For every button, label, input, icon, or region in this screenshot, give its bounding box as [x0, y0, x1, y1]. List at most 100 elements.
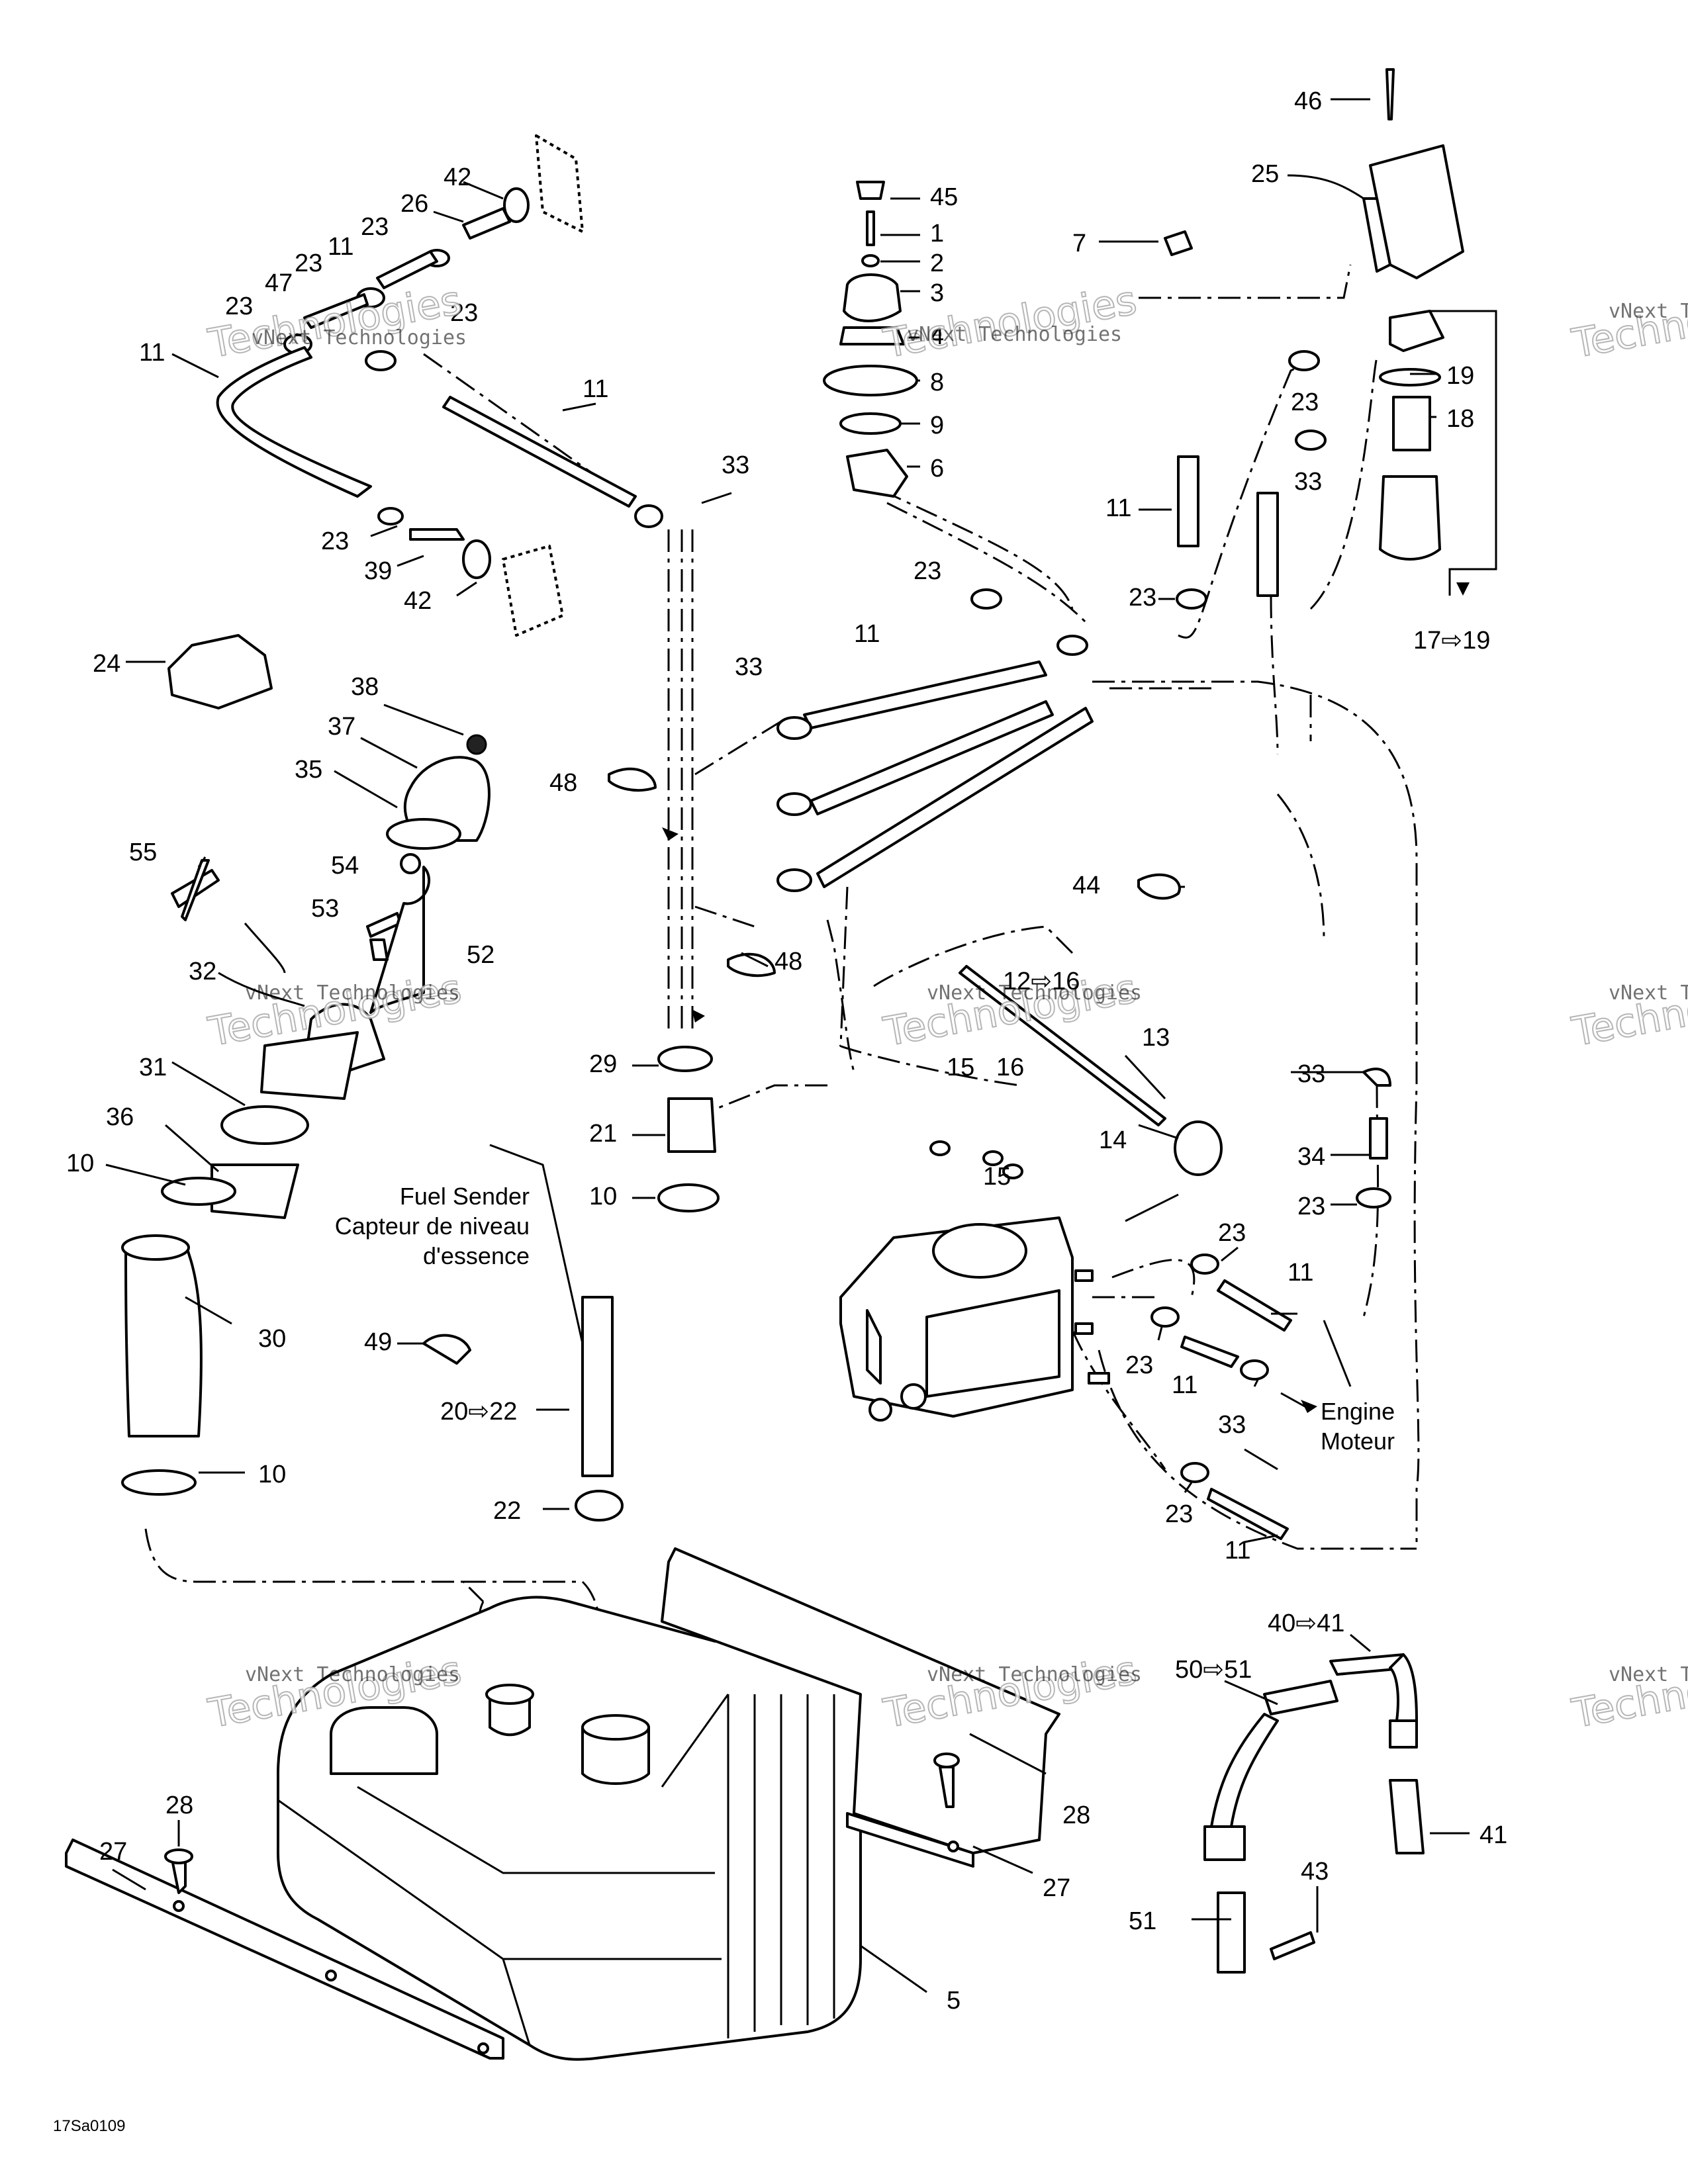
label-26: 26	[400, 190, 428, 218]
label-29: 29	[589, 1050, 617, 1078]
label-15-a: 15	[947, 1054, 974, 1081]
label-11-d: 11	[328, 233, 353, 261]
cable-ties-and-rivets	[164, 767, 1181, 1894]
filler-neck-assembly	[121, 634, 491, 1496]
fuel-valve-assembly	[823, 181, 918, 498]
label-41: 41	[1479, 1821, 1507, 1849]
label-18: 18	[1446, 405, 1474, 433]
label-43: 43	[1301, 1858, 1329, 1886]
label-21: 21	[589, 1120, 617, 1148]
label-6: 6	[930, 455, 944, 482]
label-33-b: 33	[735, 653, 763, 681]
label-39: 39	[364, 557, 392, 585]
support-plate-right	[661, 1547, 1060, 1868]
label-10-c: 10	[258, 1461, 286, 1488]
label-45: 45	[930, 183, 958, 211]
label-54: 54	[331, 852, 359, 880]
label-30: 30	[258, 1325, 286, 1353]
label-49: 49	[364, 1328, 392, 1356]
watermark-big-9: Technologies	[1568, 1647, 1688, 1737]
label-31: 31	[139, 1054, 167, 1081]
carb-hoses	[1150, 1068, 1391, 1540]
engine-note-fr: Moteur	[1321, 1428, 1395, 1455]
label-33-c: 33	[722, 451, 749, 479]
label-23-d: 23	[361, 213, 389, 241]
fuel-sender-note-fr-1: Capteur de niveau	[335, 1212, 530, 1240]
vent-fitting-lower	[377, 504, 663, 637]
label-23-e: 23	[295, 250, 322, 277]
support-plate-left	[65, 1839, 504, 2060]
label-33-e: 33	[1218, 1411, 1246, 1439]
label-20-22: 20⇨22	[440, 1398, 517, 1426]
label-55: 55	[129, 839, 157, 866]
label-48-b: 48	[774, 948, 802, 976]
label-10-a: 10	[589, 1183, 617, 1210]
label-16: 16	[996, 1054, 1024, 1081]
label-42-a: 42	[444, 163, 471, 191]
label-11-c: 11	[583, 375, 608, 403]
label-13: 13	[1142, 1024, 1170, 1052]
label-46: 46	[1294, 87, 1322, 115]
label-19: 19	[1446, 362, 1474, 390]
engine-note-en: Engine	[1321, 1398, 1395, 1425]
label-11-g: 11	[1172, 1371, 1197, 1399]
watermark-4: vNext Technologies	[245, 981, 460, 1005]
watermark-9: vNext Technologies	[1609, 1663, 1688, 1686]
tank-straps	[1203, 1653, 1425, 1974]
watermark-5: vNext Technologies	[927, 981, 1142, 1005]
label-23-i: 23	[1297, 1193, 1325, 1220]
label-50-51: 50⇨51	[1175, 1656, 1252, 1684]
label-15-b: 15	[983, 1163, 1011, 1191]
center-hoses	[776, 350, 1327, 892]
annotations: Fuel Sender Capteur de niveau d'essence …	[53, 1183, 1395, 2135]
label-23-f: 23	[225, 293, 253, 320]
watermark-3: vNext Technologies	[1609, 300, 1688, 323]
label-23-k: 23	[1125, 1351, 1153, 1379]
label-9: 9	[930, 412, 944, 439]
watermark-big-1: Technologies	[205, 277, 465, 367]
label-35: 35	[295, 756, 322, 784]
leader-lines	[105, 98, 1497, 1993]
label-42-b: 42	[404, 587, 432, 615]
vent-fitting-upper	[283, 134, 584, 371]
label-5: 5	[947, 1987, 961, 2015]
label-7: 7	[1072, 230, 1086, 257]
label-10-b: 10	[66, 1150, 94, 1177]
label-51: 51	[1129, 1907, 1156, 1935]
arrow-markers	[662, 582, 1470, 1413]
label-2: 2	[930, 250, 944, 277]
label-33-d: 33	[1297, 1060, 1325, 1088]
label-23-g: 23	[450, 299, 478, 327]
watermark-1: vNext Technologies	[252, 326, 467, 349]
carburetor	[839, 1216, 1110, 1422]
label-24: 24	[93, 650, 120, 678]
label-23-c: 23	[914, 557, 941, 585]
label-27-b: 27	[99, 1838, 127, 1866]
vent-hose-left	[216, 346, 372, 498]
watermark-8: vNext Technologies	[927, 1663, 1142, 1686]
label-11-e: 11	[139, 339, 165, 367]
label-36: 36	[106, 1103, 134, 1131]
label-32: 32	[189, 958, 216, 985]
fuel-sender-note-en: Fuel Sender	[400, 1183, 530, 1210]
label-27-a: 27	[1043, 1874, 1070, 1902]
watermark-big-6: Technologies	[1568, 966, 1688, 1056]
watermark-7: vNext Technologies	[245, 1663, 460, 1686]
label-37: 37	[328, 713, 355, 741]
watermarks: Technologies vNext Technologies Technolo…	[204, 277, 1688, 1738]
label-48-a: 48	[549, 769, 577, 797]
label-22: 22	[493, 1497, 521, 1525]
label-23-a: 23	[1291, 388, 1319, 416]
label-14: 14	[1099, 1126, 1127, 1154]
fuel-line-paths	[144, 264, 1420, 1682]
filter-assembly	[1164, 68, 1464, 561]
label-4: 4	[930, 322, 944, 350]
label-23-b: 23	[1129, 584, 1156, 612]
label-23-h: 23	[321, 527, 349, 555]
label-28-a: 28	[1062, 1801, 1090, 1829]
label-3: 3	[930, 279, 944, 307]
label-23-j: 23	[1218, 1219, 1246, 1247]
part-labels: 46 25 7 45 1 2 3 4 8 9 6 19 18 17⇨19 23 …	[66, 87, 1507, 2015]
label-11-b: 11	[854, 620, 880, 648]
